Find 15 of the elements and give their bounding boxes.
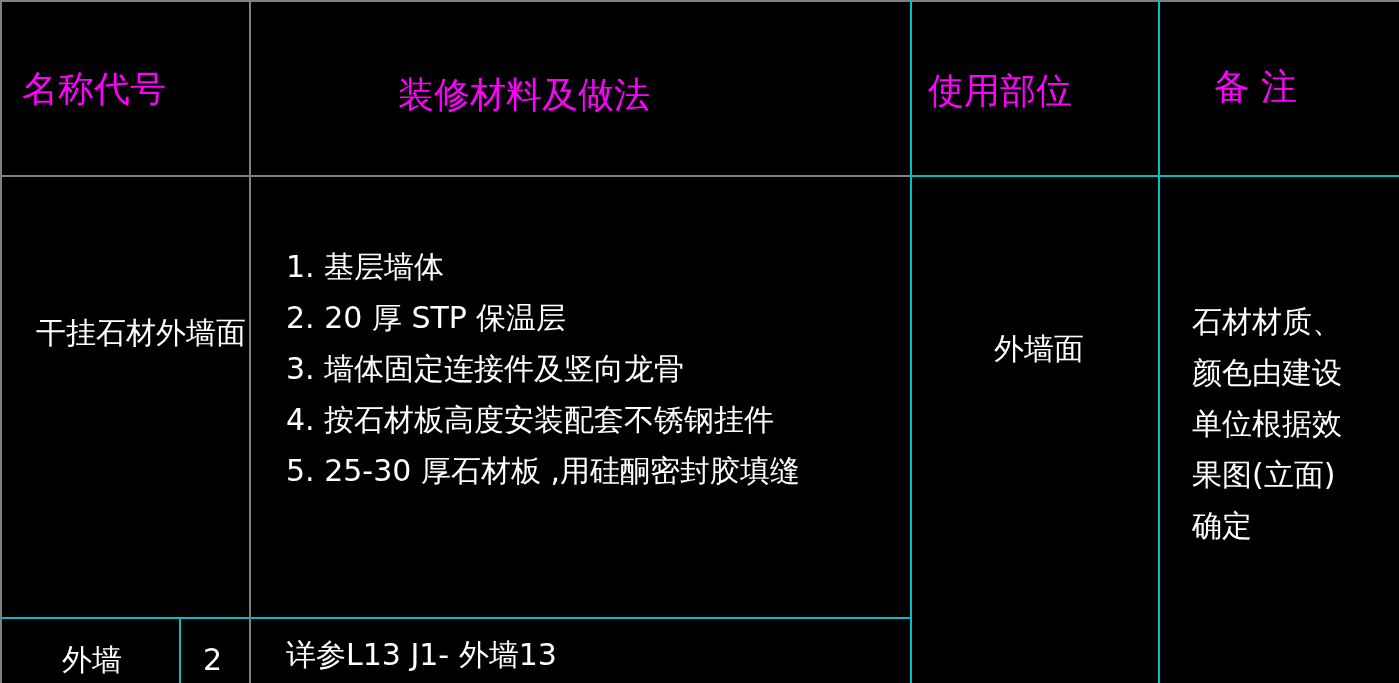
column-header: 使用部位 bbox=[928, 74, 1072, 108]
table-cell-text: 外墙面 bbox=[994, 332, 1084, 366]
column-header: 装修材料及做法 bbox=[398, 78, 650, 112]
column-header: 备 注 bbox=[1214, 70, 1298, 104]
table-cell-text: 3. 墙体固定连接件及竖向龙骨 bbox=[286, 352, 685, 386]
table-cell-text: 5. 25-30 厚石材板 ,用硅酮密封胶填缝 bbox=[286, 454, 800, 488]
table-cell-text: 石材材质、颜色由建设单位根据效果图(立面)确定 bbox=[1192, 303, 1343, 545]
table-cell-text: 详参L13 J1- 外墙13 bbox=[286, 638, 557, 672]
table-cell-text: 4. 按石材板高度安装配套不锈钢挂件 bbox=[286, 403, 775, 437]
table-cell-text: 干挂石材外墙面 bbox=[36, 316, 246, 350]
column-header: 名称代号 bbox=[22, 72, 166, 106]
table-cell-text: 外墙 bbox=[62, 643, 122, 677]
table-cell-text: 1. 基层墙体 bbox=[286, 250, 445, 284]
table-cell-text: 2 bbox=[203, 643, 223, 677]
table-cell-text: 2. 20 厚 STP 保温层 bbox=[286, 301, 567, 335]
